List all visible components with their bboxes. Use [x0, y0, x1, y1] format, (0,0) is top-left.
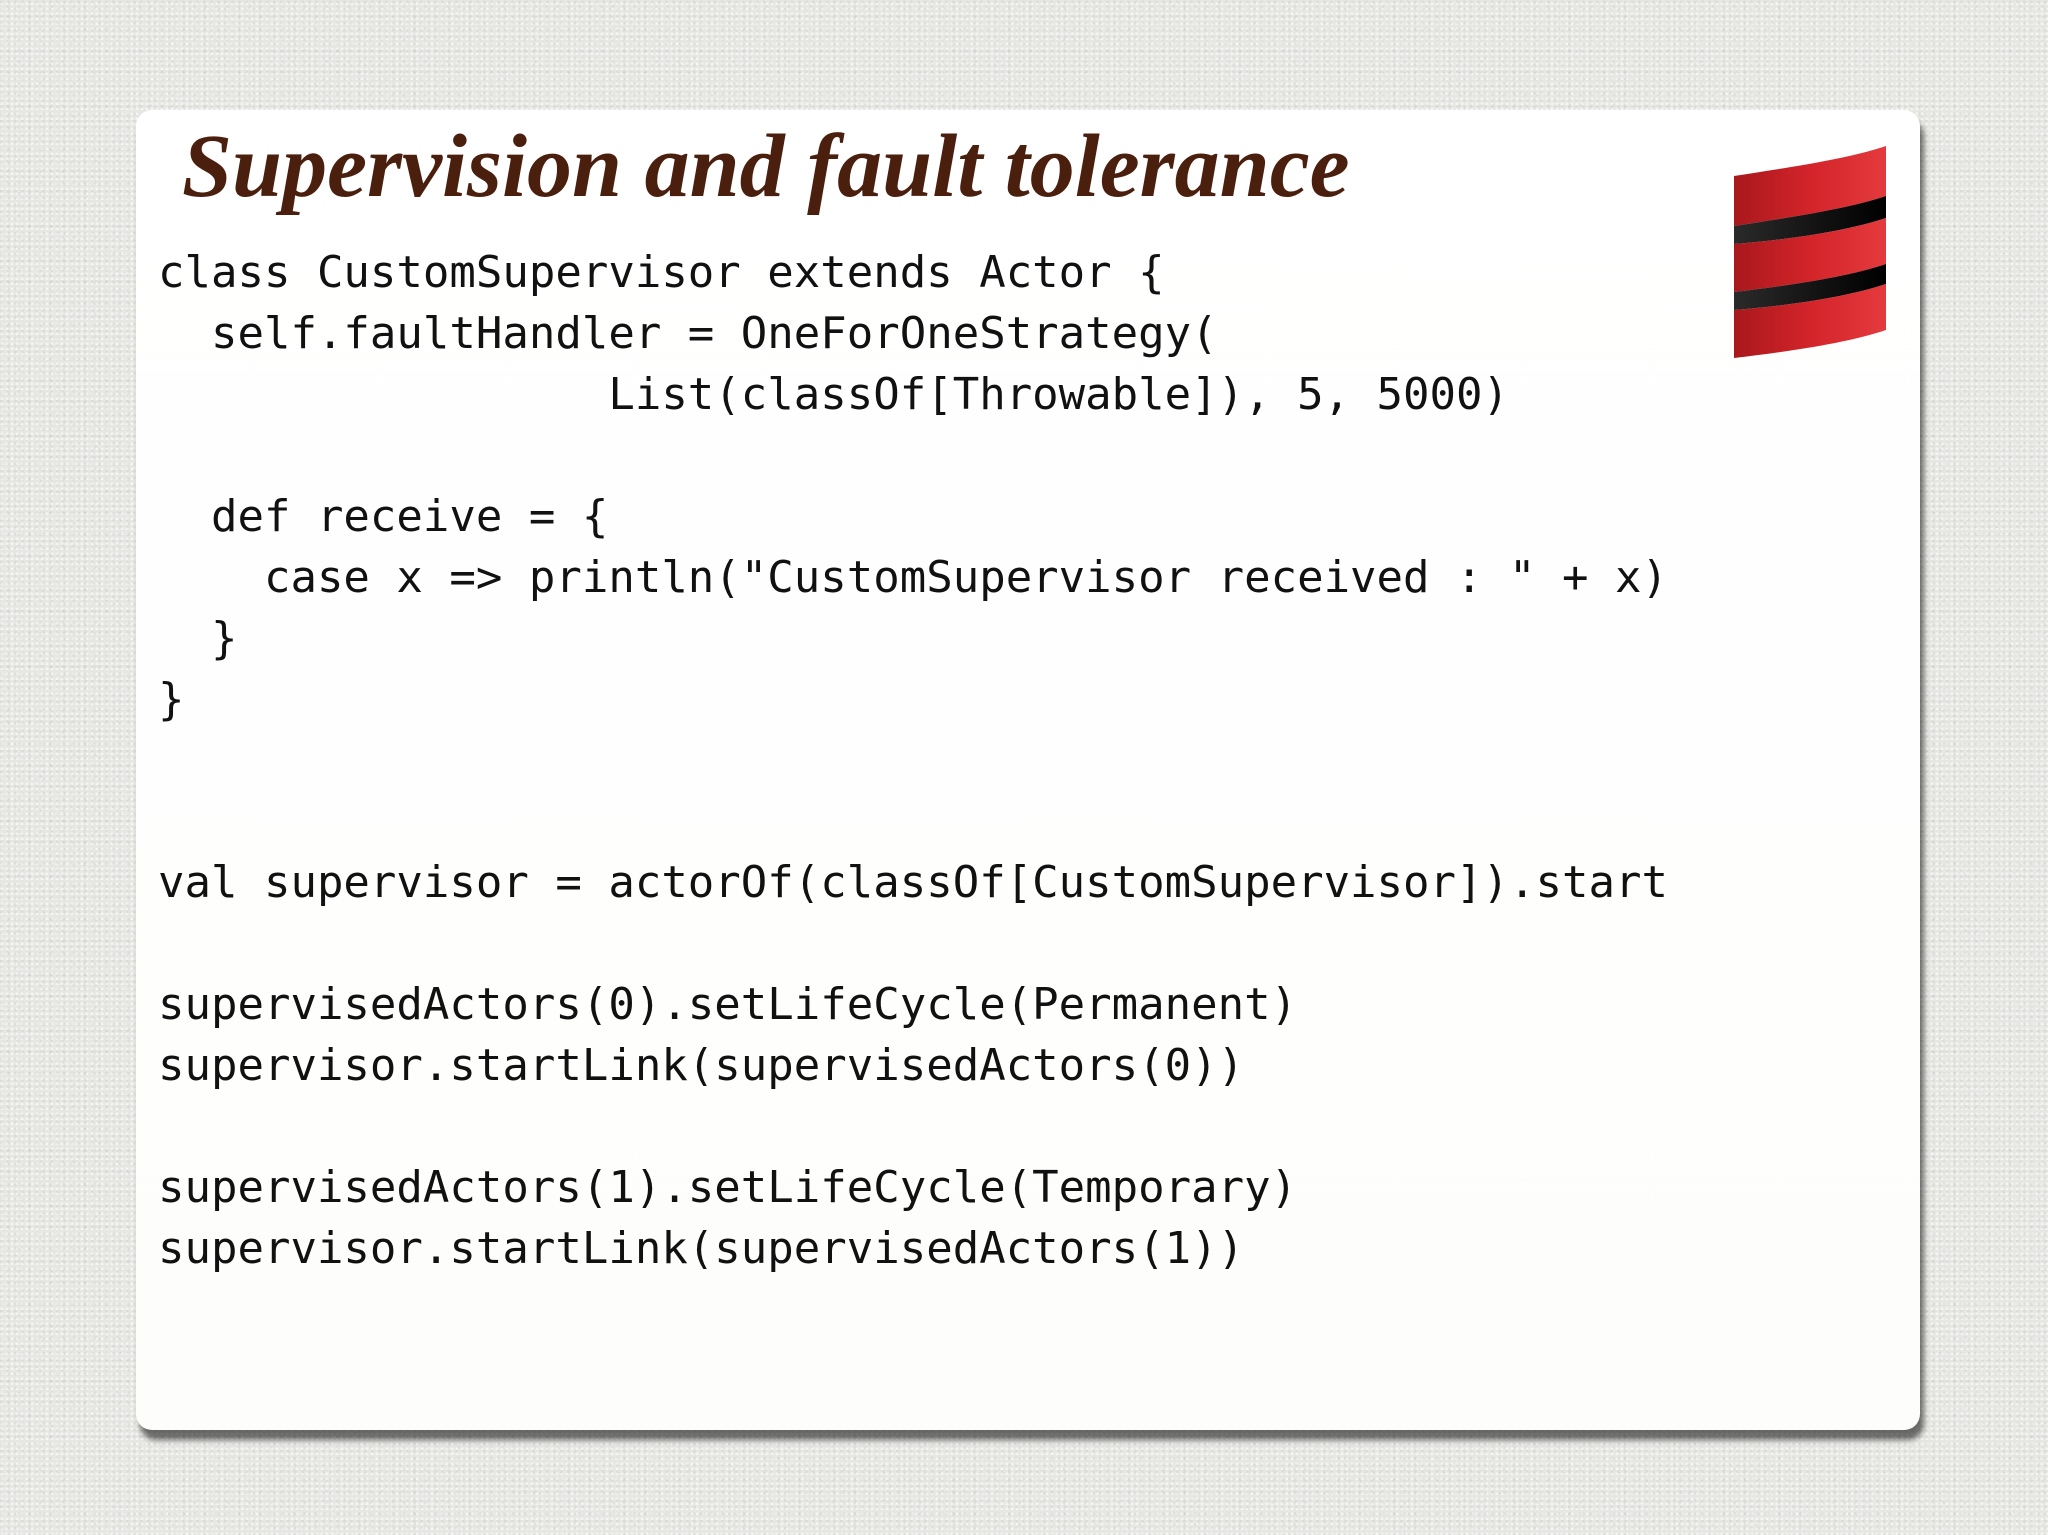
code-line: supervisor.startLink(supervisedActors(1)…: [158, 1223, 1245, 1274]
code-line: [158, 1096, 1898, 1157]
code-line: [158, 913, 1898, 974]
code-line: supervisedActors(1).setLifeCycle(Tempora…: [158, 1162, 1298, 1213]
code-line: }: [158, 613, 238, 664]
code-line: [158, 730, 1898, 791]
slide-title: Supervision and fault tolerance: [182, 117, 1350, 216]
code-block: class CustomSupervisor extends Actor { s…: [158, 242, 1898, 1279]
code-line: supervisedActors(0).setLifeCycle(Permane…: [158, 979, 1298, 1030]
code-line: case x => println("CustomSupervisor rece…: [158, 552, 1668, 603]
code-line: [158, 425, 1898, 486]
code-line: List(classOf[Throwable]), 5, 5000): [158, 369, 1510, 420]
slide-card: [136, 110, 1920, 1430]
code-line: [158, 791, 1898, 852]
code-line: supervisor.startLink(supervisedActors(0)…: [158, 1040, 1245, 1091]
code-line: class CustomSupervisor extends Actor {: [158, 247, 1165, 298]
code-line: }: [158, 674, 185, 725]
scala-logo-icon: [1734, 146, 1886, 358]
code-line: def receive = {: [158, 491, 609, 542]
code-line: self.faultHandler = OneForOneStrategy(: [158, 308, 1218, 359]
code-line: val supervisor = actorOf(classOf[CustomS…: [158, 857, 1668, 908]
